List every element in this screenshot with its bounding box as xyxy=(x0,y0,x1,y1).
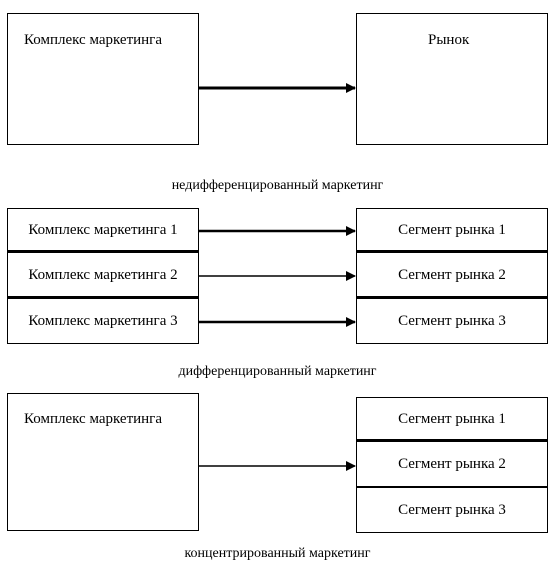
diff-segment-separator xyxy=(356,296,548,299)
conc-segment-3: Сегмент рынка 3 xyxy=(356,487,548,533)
diff-mix-1: Комплекс маркетинга 1 xyxy=(7,208,199,252)
undiff-market-label: Рынок xyxy=(428,32,470,48)
diff-mix-3: Комплекс маркетинга 3 xyxy=(7,298,199,344)
conc-segment-2: Сегмент рынка 2 xyxy=(356,441,548,487)
diff-segment-2: Сегмент рынка 2 xyxy=(356,252,548,298)
undiff-mix-label: Комплекс маркетинга xyxy=(24,32,162,48)
diff-mix-2: Комплекс маркетинга 2 xyxy=(7,252,199,298)
diff-segment-separator xyxy=(356,250,548,253)
conc-mix-box: Комплекс маркетинга xyxy=(7,393,199,531)
diff-segment-3: Сегмент рынка 3 xyxy=(356,298,548,344)
diff-mix-separator xyxy=(7,250,199,253)
conc-mix-label: Комплекс маркетинга xyxy=(24,411,162,427)
diff-mix-separator xyxy=(7,296,199,299)
diff-segment-1: Сегмент рынка 1 xyxy=(356,208,548,252)
undiff-mix-box: Комплекс маркетинга xyxy=(7,13,199,145)
diff-caption: дифференцированный маркетинг xyxy=(178,364,377,379)
undiff-caption: недифференцированный маркетинг xyxy=(171,178,384,193)
conc-segment-1: Сегмент рынка 1 xyxy=(356,397,548,441)
undiff-market-box: Рынок xyxy=(356,13,548,145)
conc-caption: концентрированный маркетинг xyxy=(184,546,371,561)
conc-segment-separator xyxy=(356,439,548,442)
